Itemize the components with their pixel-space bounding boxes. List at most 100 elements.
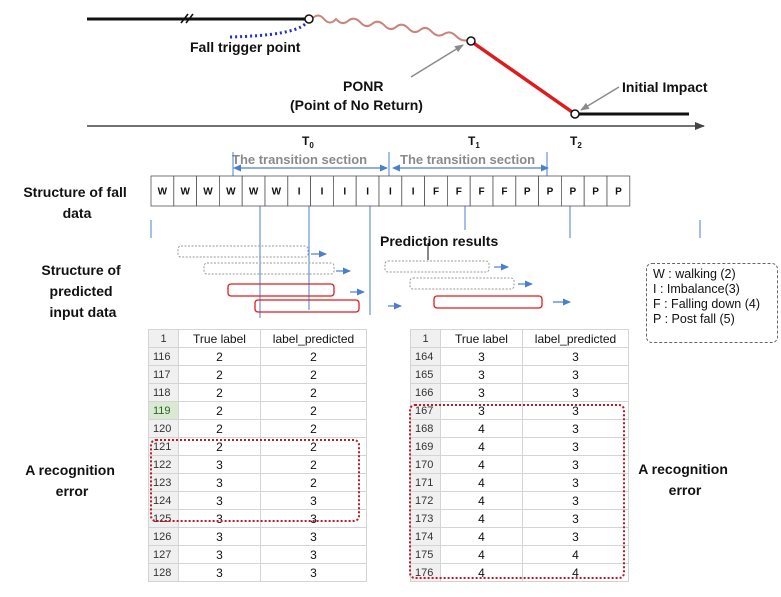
- ponr-label: PONR: [343, 78, 383, 94]
- true-label-cell: 3: [178, 545, 261, 564]
- sequence-cell-label: P: [524, 187, 531, 198]
- sequence-cell-label: I: [389, 187, 392, 198]
- row-number: 173: [410, 509, 441, 528]
- legend-item: P : Post fall (5): [653, 312, 735, 326]
- row-number: 118: [148, 383, 179, 402]
- row-number: 175: [410, 545, 441, 564]
- transition-label-left: The transition section: [232, 152, 367, 167]
- row-number: 1: [148, 329, 179, 348]
- t1-label: T1: [468, 134, 480, 150]
- sequence-cell-label: W: [203, 187, 213, 198]
- recognition-error-box-right: [409, 404, 625, 579]
- sequence-cell-label: I: [412, 187, 415, 198]
- recognition-error-right: A recognition error: [638, 461, 732, 498]
- transition-label-right: The transition section: [400, 152, 535, 167]
- predicted-label-cell: 2: [260, 383, 367, 402]
- falling-line: [470, 40, 577, 116]
- impact-callout-arrow: [580, 86, 620, 111]
- sequence-cell-label: I: [343, 187, 346, 198]
- true-label-cell: 2: [178, 383, 261, 402]
- sequence-cell-label: P: [569, 187, 576, 198]
- t0-label: T0: [302, 134, 314, 150]
- row-number: 117: [148, 365, 179, 384]
- row-number: 164: [410, 347, 441, 366]
- row-number: 125: [148, 509, 179, 528]
- t2-label: T2: [570, 134, 582, 150]
- sequence-cell-label: W: [226, 187, 236, 198]
- initial-impact-label: Initial Impact: [622, 79, 708, 95]
- table-header: 1 True label label_predicted: [410, 329, 629, 348]
- legend: W : walking (2) I : Imbalance(3) F : Fal…: [646, 263, 778, 343]
- table-header: 1 True label label_predicted: [148, 329, 367, 348]
- row-number: 171: [410, 473, 441, 492]
- predicted-label-cell: 2: [260, 401, 367, 420]
- row-number: 128: [148, 563, 179, 582]
- sequence-cell-label: F: [479, 187, 485, 198]
- predicted-label-cell: 3: [522, 365, 629, 384]
- sequence-cell-label: W: [272, 187, 282, 198]
- sequence-cell-label: F: [456, 187, 462, 198]
- column-header-label-predicted: label_predicted: [522, 329, 629, 348]
- guide-lines: [150, 152, 701, 318]
- true-label-cell: 3: [178, 527, 261, 546]
- legend-item: W : walking (2): [653, 267, 736, 281]
- sequence-cell-label: P: [592, 187, 599, 198]
- true-label-cell: 3: [440, 383, 523, 402]
- sequence-cell-label: F: [501, 187, 507, 198]
- column-header-true-label: True label: [178, 329, 261, 348]
- window-box-error: [227, 283, 335, 297]
- window-box-error: [254, 299, 360, 313]
- fall-trigger-label: Fall trigger point: [190, 39, 301, 55]
- recognition-error-box-left: [150, 439, 360, 522]
- fall-trigger-curve: [229, 20, 309, 39]
- row-number: 174: [410, 527, 441, 546]
- ponr-point: [466, 36, 476, 46]
- window-box: [409, 277, 515, 290]
- true-label-cell: 3: [178, 563, 261, 582]
- ponr-callout-arrow: [410, 44, 464, 78]
- structure-fall-label: Structure of fall data: [23, 184, 130, 221]
- trigger-point: [304, 14, 314, 24]
- sequence-cell-label: W: [249, 187, 259, 198]
- ponr-full-label: (Point of No Return): [290, 97, 423, 113]
- sequence-cell-label: W: [180, 187, 190, 198]
- true-label-cell: 2: [178, 401, 261, 420]
- column-header-true-label: True label: [440, 329, 523, 348]
- predicted-input-label: Structure of predicted input data: [41, 262, 124, 320]
- legend-item: I : Imbalance(3): [653, 282, 740, 296]
- row-number: 120: [148, 419, 179, 438]
- row-number: 165: [410, 365, 441, 384]
- sequence-cell-label: W: [158, 187, 168, 198]
- predicted-label-cell: 3: [260, 545, 367, 564]
- row-number: 119: [148, 401, 179, 420]
- row-number: 126: [148, 527, 179, 546]
- wavy-line: [311, 14, 469, 42]
- predicted-label-cell: 2: [260, 347, 367, 366]
- row-number: 121: [148, 437, 179, 456]
- true-label-cell: 3: [440, 347, 523, 366]
- window-box-error: [433, 295, 543, 309]
- true-label-cell: 3: [440, 365, 523, 384]
- window-box: [203, 262, 335, 275]
- true-label-cell: 2: [178, 347, 261, 366]
- row-number: 170: [410, 455, 441, 474]
- prediction-results-label: Prediction results: [380, 233, 498, 249]
- sequence-cell-label: F: [433, 187, 439, 198]
